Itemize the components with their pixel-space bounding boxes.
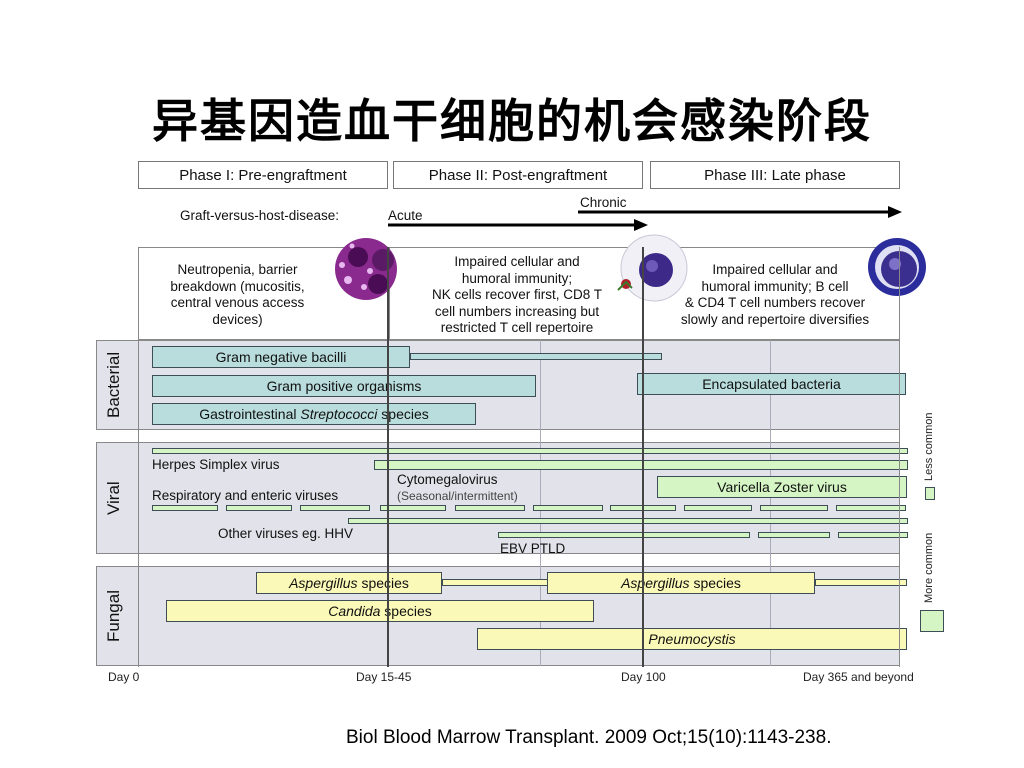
legend-less-common-label: Less common [923,412,935,481]
fungal-group-label: Fungal [104,590,123,642]
gram-negative-bar: Gram negative bacilli [152,346,410,368]
resp-segment [455,505,525,511]
resp-segment [226,505,292,511]
right-edge-line [899,247,900,667]
resp-segment [152,505,218,511]
ebv-segment [758,532,830,538]
bacterial-group-label: Bacterial [104,351,123,419]
viral-group-label: Viral [104,481,123,515]
phase-1-box: Phase I: Pre-engraftment [138,161,388,189]
ebv-segment [498,532,750,538]
cmv-bar [374,460,908,470]
other-viruses-bar [348,518,908,524]
day-0-label: Day 0 [108,670,140,684]
hsv-label: Herpes Simplex virus [152,457,280,472]
resp-enteric-label: Respiratory and enteric viruses [152,488,339,503]
resp-segment [836,505,906,511]
phase-divider-1 [387,247,389,667]
slide-title: 异基因造血干细胞的机会感染阶段 [152,93,872,148]
gram-negative-tail [410,353,662,360]
phase-1-description: Neutropenia, barrier breakdown (mucositi… [170,262,305,327]
resp-segment [380,505,446,511]
legend-more-common-label: More common [923,532,935,603]
chronic-arrow-head [888,206,902,218]
aspergillus-bar-late: Aspergillus species [547,572,815,594]
day-15-45-label: Day 15-45 [356,670,412,684]
resp-segment [760,505,828,511]
grid-line [770,340,771,666]
cmv-note: (Seasonal/intermittent) [397,489,518,503]
phase-3-box: Phase III: Late phase [650,161,900,189]
left-edge-line [138,247,139,667]
aspergillus-connector [442,579,548,586]
neutrophil-cell-icon [335,238,397,300]
resp-segment [533,505,603,511]
cmv-label: Cytomegalovirus [397,472,498,487]
legend-more-common-swatch [920,610,944,632]
gvhd-acute-label: Acute [388,208,423,223]
day-365-label: Day 365 and beyond [803,670,914,684]
phase-2-description: Impaired cellular and humoral immunity; … [431,254,603,335]
citation: Biol Blood Marrow Transplant. 2009 Oct;1… [346,727,832,748]
vzv-bar: Varicella Zoster virus [657,476,907,498]
lymphocyte-cell-icon [617,234,688,302]
gvhd-label: Graft-versus-host-disease: [180,208,340,223]
pneumocystis-bar: Pneumocystis [477,628,907,650]
phase-3-description: Impaired cellular and humoral immunity; … [680,262,870,327]
other-viruses-label: Other viruses eg. HHV [218,526,354,541]
gram-positive-bar: Gram positive organisms [152,375,536,397]
gvhd-chronic-label: Chronic [580,195,627,210]
phase-2-box: Phase II: Post-engraftment [393,161,643,189]
legend-less-common-swatch [925,487,935,500]
acute-arrow-head [634,219,648,231]
resp-segment [300,505,370,511]
ebv-segment [838,532,908,538]
b-cell-icon [868,238,926,296]
gi-streptococci-bar: Gastrointestinal Streptococci species [152,403,476,425]
resp-segment [684,505,752,511]
encapsulated-bacteria-bar: Encapsulated bacteria [637,373,906,395]
phase-divider-2 [642,247,644,667]
hsv-bar [152,448,908,454]
aspergillus-tail [815,579,907,586]
aspergillus-bar-early: Aspergillus species [256,572,442,594]
candida-bar: Candida species [166,600,594,622]
ebv-ptld-label: EBV PTLD [500,541,566,556]
day-100-label: Day 100 [621,670,666,684]
grid-line [540,340,541,666]
